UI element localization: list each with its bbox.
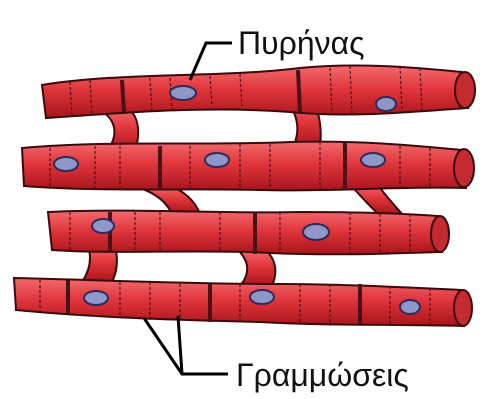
striations-leader-line [144, 318, 228, 374]
fiber-4-end-cap [454, 290, 472, 326]
nucleus [250, 290, 274, 304]
nucleus [361, 153, 385, 167]
nucleus [205, 153, 229, 167]
striations-leader-branch [178, 316, 182, 374]
nucleus [170, 86, 196, 100]
fiber-4-body [14, 278, 464, 326]
branch-3-4-mid [238, 250, 275, 286]
nucleus [376, 97, 396, 111]
fiber-1-body [42, 65, 468, 118]
striations-label: Γραμμώσεις [236, 357, 409, 393]
fiber-3-end-cap [431, 216, 449, 252]
nucleus-label: Πυρήνας [238, 25, 365, 61]
nucleus [54, 157, 78, 171]
fiber-2-end-cap [454, 149, 474, 187]
nucleus [92, 219, 114, 233]
nucleus [400, 300, 420, 314]
nucleus [84, 291, 108, 305]
fiber-1-end-cap [455, 72, 475, 108]
muscle-fiber-1 [42, 65, 475, 118]
muscle-fiber-2 [22, 142, 474, 191]
fiber-branches [82, 100, 402, 286]
nucleus [303, 224, 329, 240]
